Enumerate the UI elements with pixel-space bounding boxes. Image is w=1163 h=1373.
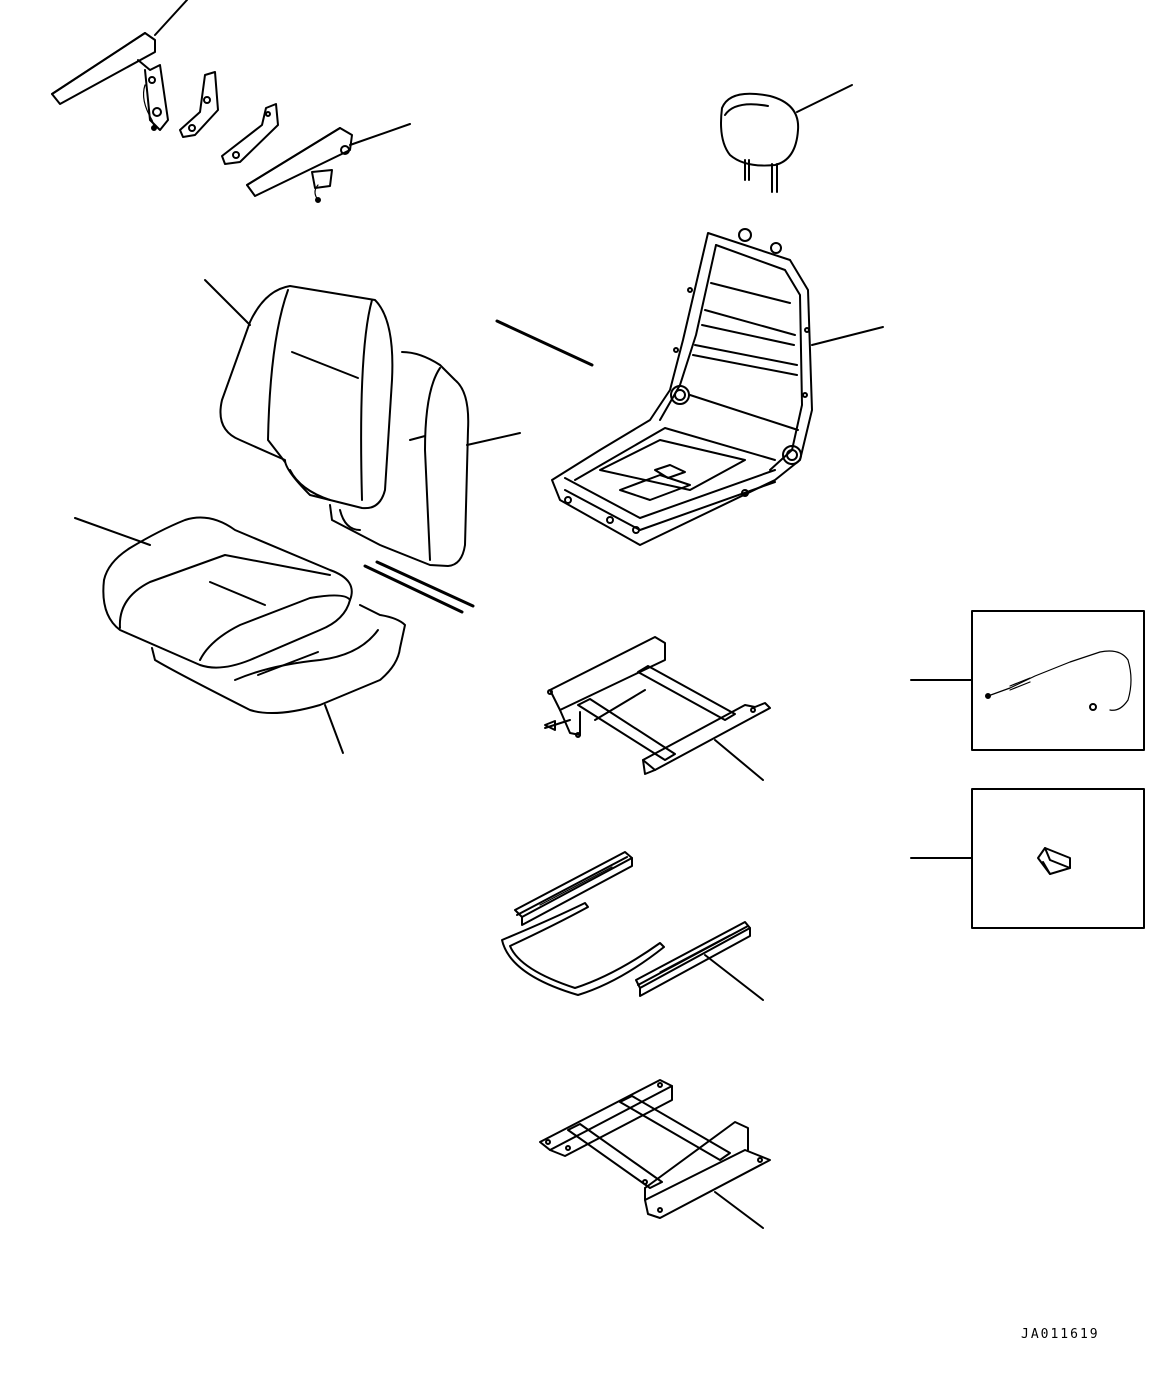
mount-bracket [539, 1079, 771, 1219]
headrest [720, 92, 800, 193]
detail-box-clip [971, 788, 1145, 929]
seat-frame [551, 228, 813, 546]
backrest-cover [219, 285, 394, 510]
armrest-brackets [179, 71, 279, 165]
leader-line [349, 123, 411, 146]
leader-line [324, 704, 344, 754]
leader-line [796, 84, 853, 113]
leader-line [714, 1191, 764, 1229]
leader-line [714, 739, 764, 781]
leader-line [811, 326, 884, 346]
drawing-id: JA011619 [1021, 1327, 1100, 1342]
seat-cushion [102, 516, 406, 714]
slide-rails [501, 851, 751, 997]
slide-base [544, 636, 771, 775]
armrest-left [51, 32, 169, 131]
leader-line [74, 517, 151, 546]
trim-strips [363, 319, 594, 614]
leader-line [466, 432, 521, 446]
detail-box-cable [971, 610, 1145, 751]
backrest-cushion [329, 351, 470, 567]
armrest-right [246, 127, 353, 203]
leader-line [204, 279, 251, 326]
leader-line [704, 954, 764, 1001]
leader-line [154, 0, 188, 36]
